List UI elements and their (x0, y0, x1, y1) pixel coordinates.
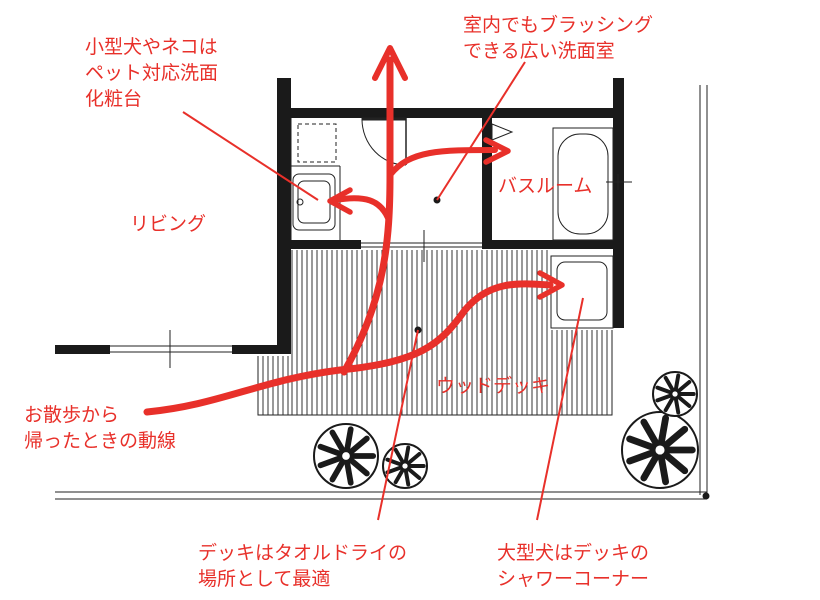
label-line: ペット対応洗面 (85, 62, 219, 84)
label-line: デッキはタオルドライの (198, 542, 408, 564)
pet-vanity (290, 118, 341, 240)
tree-1 (313, 423, 379, 489)
boundary-post (702, 492, 710, 500)
garden-trees (313, 371, 699, 489)
label-line: お散歩から (24, 404, 120, 426)
label-large-dog-shower: 大型犬はデッキの シャワーコーナー (497, 540, 649, 592)
label-small-pet-vanity: 小型犬やネコは ペット対応洗面 化粧台 (85, 34, 218, 112)
label-indoor-brushing: 室内でもブラッシング できる広い洗面室 (463, 12, 653, 64)
movement-flow (143, 45, 565, 416)
label-line: ウッドデッキ (436, 375, 551, 397)
walls (55, 78, 624, 354)
label-line: リビング (130, 213, 207, 235)
tree-3 (621, 411, 699, 489)
tree-4 (652, 371, 698, 417)
bathtub (552, 127, 632, 241)
label-line: 小型犬やネコは (85, 36, 218, 58)
label-line: シャワーコーナー (497, 568, 650, 590)
wood-deck-boards (257, 250, 613, 416)
deck-shower (550, 255, 614, 329)
deck-sliding-door (361, 242, 482, 248)
label-line: 帰ったときの動線 (24, 430, 177, 452)
label-line: 室内でもブラッシング (463, 14, 654, 36)
label-living: リビング (130, 211, 206, 237)
label-line: バスルーム (498, 175, 593, 197)
living-window (110, 330, 232, 368)
label-walk-return: お散歩から 帰ったときの動線 (24, 402, 176, 454)
label-deck-towel: デッキはタオルドライの 場所として最適 (198, 540, 407, 592)
label-wood-deck: ウッドデッキ (436, 373, 550, 399)
label-bathroom: バスルーム (498, 173, 592, 199)
label-line: 大型犬はデッキの (497, 542, 650, 564)
label-line: できる広い洗面室 (463, 40, 615, 62)
storage-box (297, 123, 337, 163)
label-line: 場所として最適 (198, 568, 331, 590)
label-line: 化粧台 (85, 88, 143, 110)
annotation-leaders (182, 61, 584, 521)
wash-room-door (361, 117, 407, 166)
site-boundary (55, 85, 708, 500)
faucet-mark (491, 123, 514, 141)
